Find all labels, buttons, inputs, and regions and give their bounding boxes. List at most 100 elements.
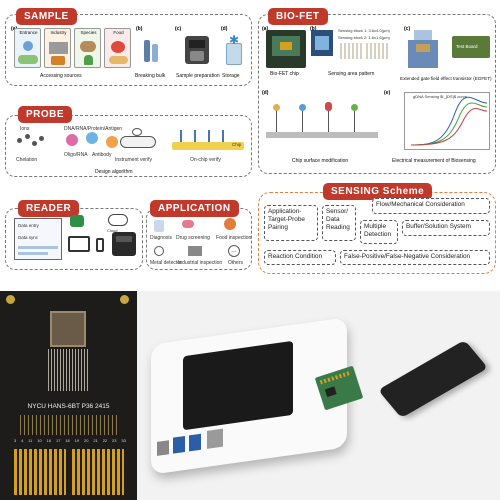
reader-box-icon xyxy=(112,232,136,256)
pin-number: 23 xyxy=(112,438,117,443)
ethernet-port xyxy=(207,428,223,449)
usb-port xyxy=(157,440,169,456)
source-card-label: Species xyxy=(80,30,97,35)
plant-icon xyxy=(84,55,93,65)
probe-label-ions: Ions xyxy=(20,126,30,132)
screw-hole xyxy=(6,295,15,304)
application-item-drug: Drug screening xyxy=(176,235,210,241)
application-item-diagnosis: Diagnosis xyxy=(150,235,172,241)
bond-wires xyxy=(48,349,88,391)
probe-label-chip: Chip xyxy=(232,142,242,147)
pin-number: 19 xyxy=(74,438,80,443)
reader-screen-mockup: Data entry Data sync xyxy=(14,218,62,260)
screw-hole xyxy=(120,295,129,304)
chip-board-label: NYCU HANS-6BT P36 2415 xyxy=(27,403,110,410)
biofet-caption-chip: Bio-FET chip xyxy=(270,71,299,77)
factory-icon xyxy=(49,42,68,54)
usb-port-blue xyxy=(173,435,185,454)
sensing-item-reaction: Reaction Condition xyxy=(264,250,336,265)
sensing-pattern-grid xyxy=(340,43,390,59)
reader-title: READER xyxy=(18,200,80,217)
pin-number-row: 3 4 11 10 16 17 18 19 20 21 22 23 33 xyxy=(14,438,126,446)
source-card-species: Species xyxy=(74,28,101,68)
source-card-industry: Industry xyxy=(44,28,71,68)
source-card-entrance: Entrance xyxy=(14,28,41,68)
sample-sources-group: Entrance Industry Species Food xyxy=(14,28,132,70)
application-item-others: Others xyxy=(228,260,244,266)
leaf-icon xyxy=(18,55,38,64)
sample-caption-breaking: Breaking bulk xyxy=(135,73,166,79)
pin-number: 4 xyxy=(21,438,24,443)
biofet-letter-c: (c) xyxy=(404,26,411,32)
biofet-device-label: Test Board xyxy=(456,44,478,49)
reader-box-label: Cloud xyxy=(107,228,118,233)
pin-number: 20 xyxy=(84,438,89,443)
probe-label-oligo: Oligo/RNA xyxy=(64,152,88,158)
probe-label-antibody: Antibody xyxy=(92,152,112,158)
pin-number: 21 xyxy=(93,438,98,443)
phone-icon xyxy=(96,238,104,252)
application-title: APPLICATION xyxy=(150,200,239,217)
biofet-letter-e: (e) xyxy=(384,90,391,96)
biofet-caption-egfet: Extended gate field effect transistor (E… xyxy=(400,76,492,81)
gold-contact-pads-left xyxy=(14,449,66,495)
chip-board-photo: NYCU HANS-6BT P36 2415 3 4 11 10 16 17 1… xyxy=(0,291,137,500)
usb-port-blue xyxy=(189,433,201,452)
barrel-icon xyxy=(51,56,65,65)
probe-label-onchip: On-chip verify xyxy=(190,157,221,163)
probe-label-instrument: Instrument verify xyxy=(115,157,152,163)
probe-label-dna: DNA/RNA/Protein/Antigen xyxy=(64,126,123,132)
probe-caption: Design algorithm xyxy=(95,169,133,175)
sample-letter-b: (b) xyxy=(136,26,143,32)
device-screen xyxy=(183,340,293,431)
sensing-title: SENSING Scheme xyxy=(323,183,433,200)
biofet-caption-electrical: Electrical measurement of Biosensing xyxy=(392,158,476,164)
sample-letter-c: (c) xyxy=(175,26,182,32)
others-icon: … xyxy=(228,245,240,257)
sensing-item-falsepos: False-Positive/False-Negative Considerat… xyxy=(340,250,490,265)
bread-icon xyxy=(109,56,128,64)
application-item-metal: Metal detector xyxy=(150,260,182,266)
sensing-item-reading: Sensor/ Data Reading xyxy=(322,205,356,241)
biofet-sensing-block-2: Sensing block 2: 1.6x1.6(μm) xyxy=(338,35,390,40)
biofet-letter-a: (a) xyxy=(262,26,269,32)
pin-number: 3 xyxy=(14,438,17,443)
reader-device-render xyxy=(137,291,500,500)
biofet-graph-title: gDNA Sensing $I_{DS}$ curve xyxy=(413,94,468,99)
bulk-sample-icon xyxy=(142,40,160,62)
source-card-label: Food xyxy=(113,30,124,35)
sensing-area-chip-photo xyxy=(311,30,333,56)
pin-number: 16 xyxy=(46,438,52,443)
surface-modification-diagram xyxy=(266,98,378,142)
metal-detector-icon xyxy=(154,246,164,256)
biofet-sensing-block-1: Sensing block 1: 3.6x4.0(μm) xyxy=(338,28,390,33)
pin-number: 17 xyxy=(55,438,61,443)
chip-surface-icon xyxy=(172,128,244,150)
instrument-verify-icon xyxy=(118,128,158,150)
fruit-icon xyxy=(111,41,125,53)
sample-letter-d: (d) xyxy=(221,26,228,32)
reader-screen-line: Data sync xyxy=(18,235,39,240)
preparation-instrument-icon xyxy=(185,36,209,64)
snowflake-storage-icon: ✱ xyxy=(223,33,245,65)
source-card-label: Industry xyxy=(50,30,67,35)
sample-caption-accessing: Accessing sources xyxy=(40,73,82,79)
ids-curve-graph: gDNA Sensing $I_{DS}$ curve xyxy=(404,92,490,150)
biofet-letter-d: (d) xyxy=(262,90,269,96)
sensing-item-pairing: Application-Target-Probe Pairing xyxy=(264,205,318,241)
person-icon xyxy=(23,41,33,51)
biomolecule-icons xyxy=(64,132,120,152)
probe-title: PROBE xyxy=(18,106,73,123)
sensing-item-multiple: Multiple Detection xyxy=(360,220,398,244)
test-board-box: Test Board xyxy=(452,36,490,58)
sensing-item-flow: Flow/Mechanical Consideration xyxy=(372,198,490,214)
animal-icon xyxy=(80,41,96,52)
pin-number: 11 xyxy=(28,438,33,443)
probe-label-chelation: Chelation xyxy=(16,157,38,163)
sample-caption-preparation: Sample preparation xyxy=(176,73,220,79)
industrial-inspection-icon xyxy=(188,246,202,256)
egfet-setup-diagram: Test Board xyxy=(406,30,492,70)
application-item-food: Food inspection xyxy=(216,235,252,241)
food-inspection-icon xyxy=(224,218,236,230)
source-card-label: Entrance xyxy=(19,30,38,35)
